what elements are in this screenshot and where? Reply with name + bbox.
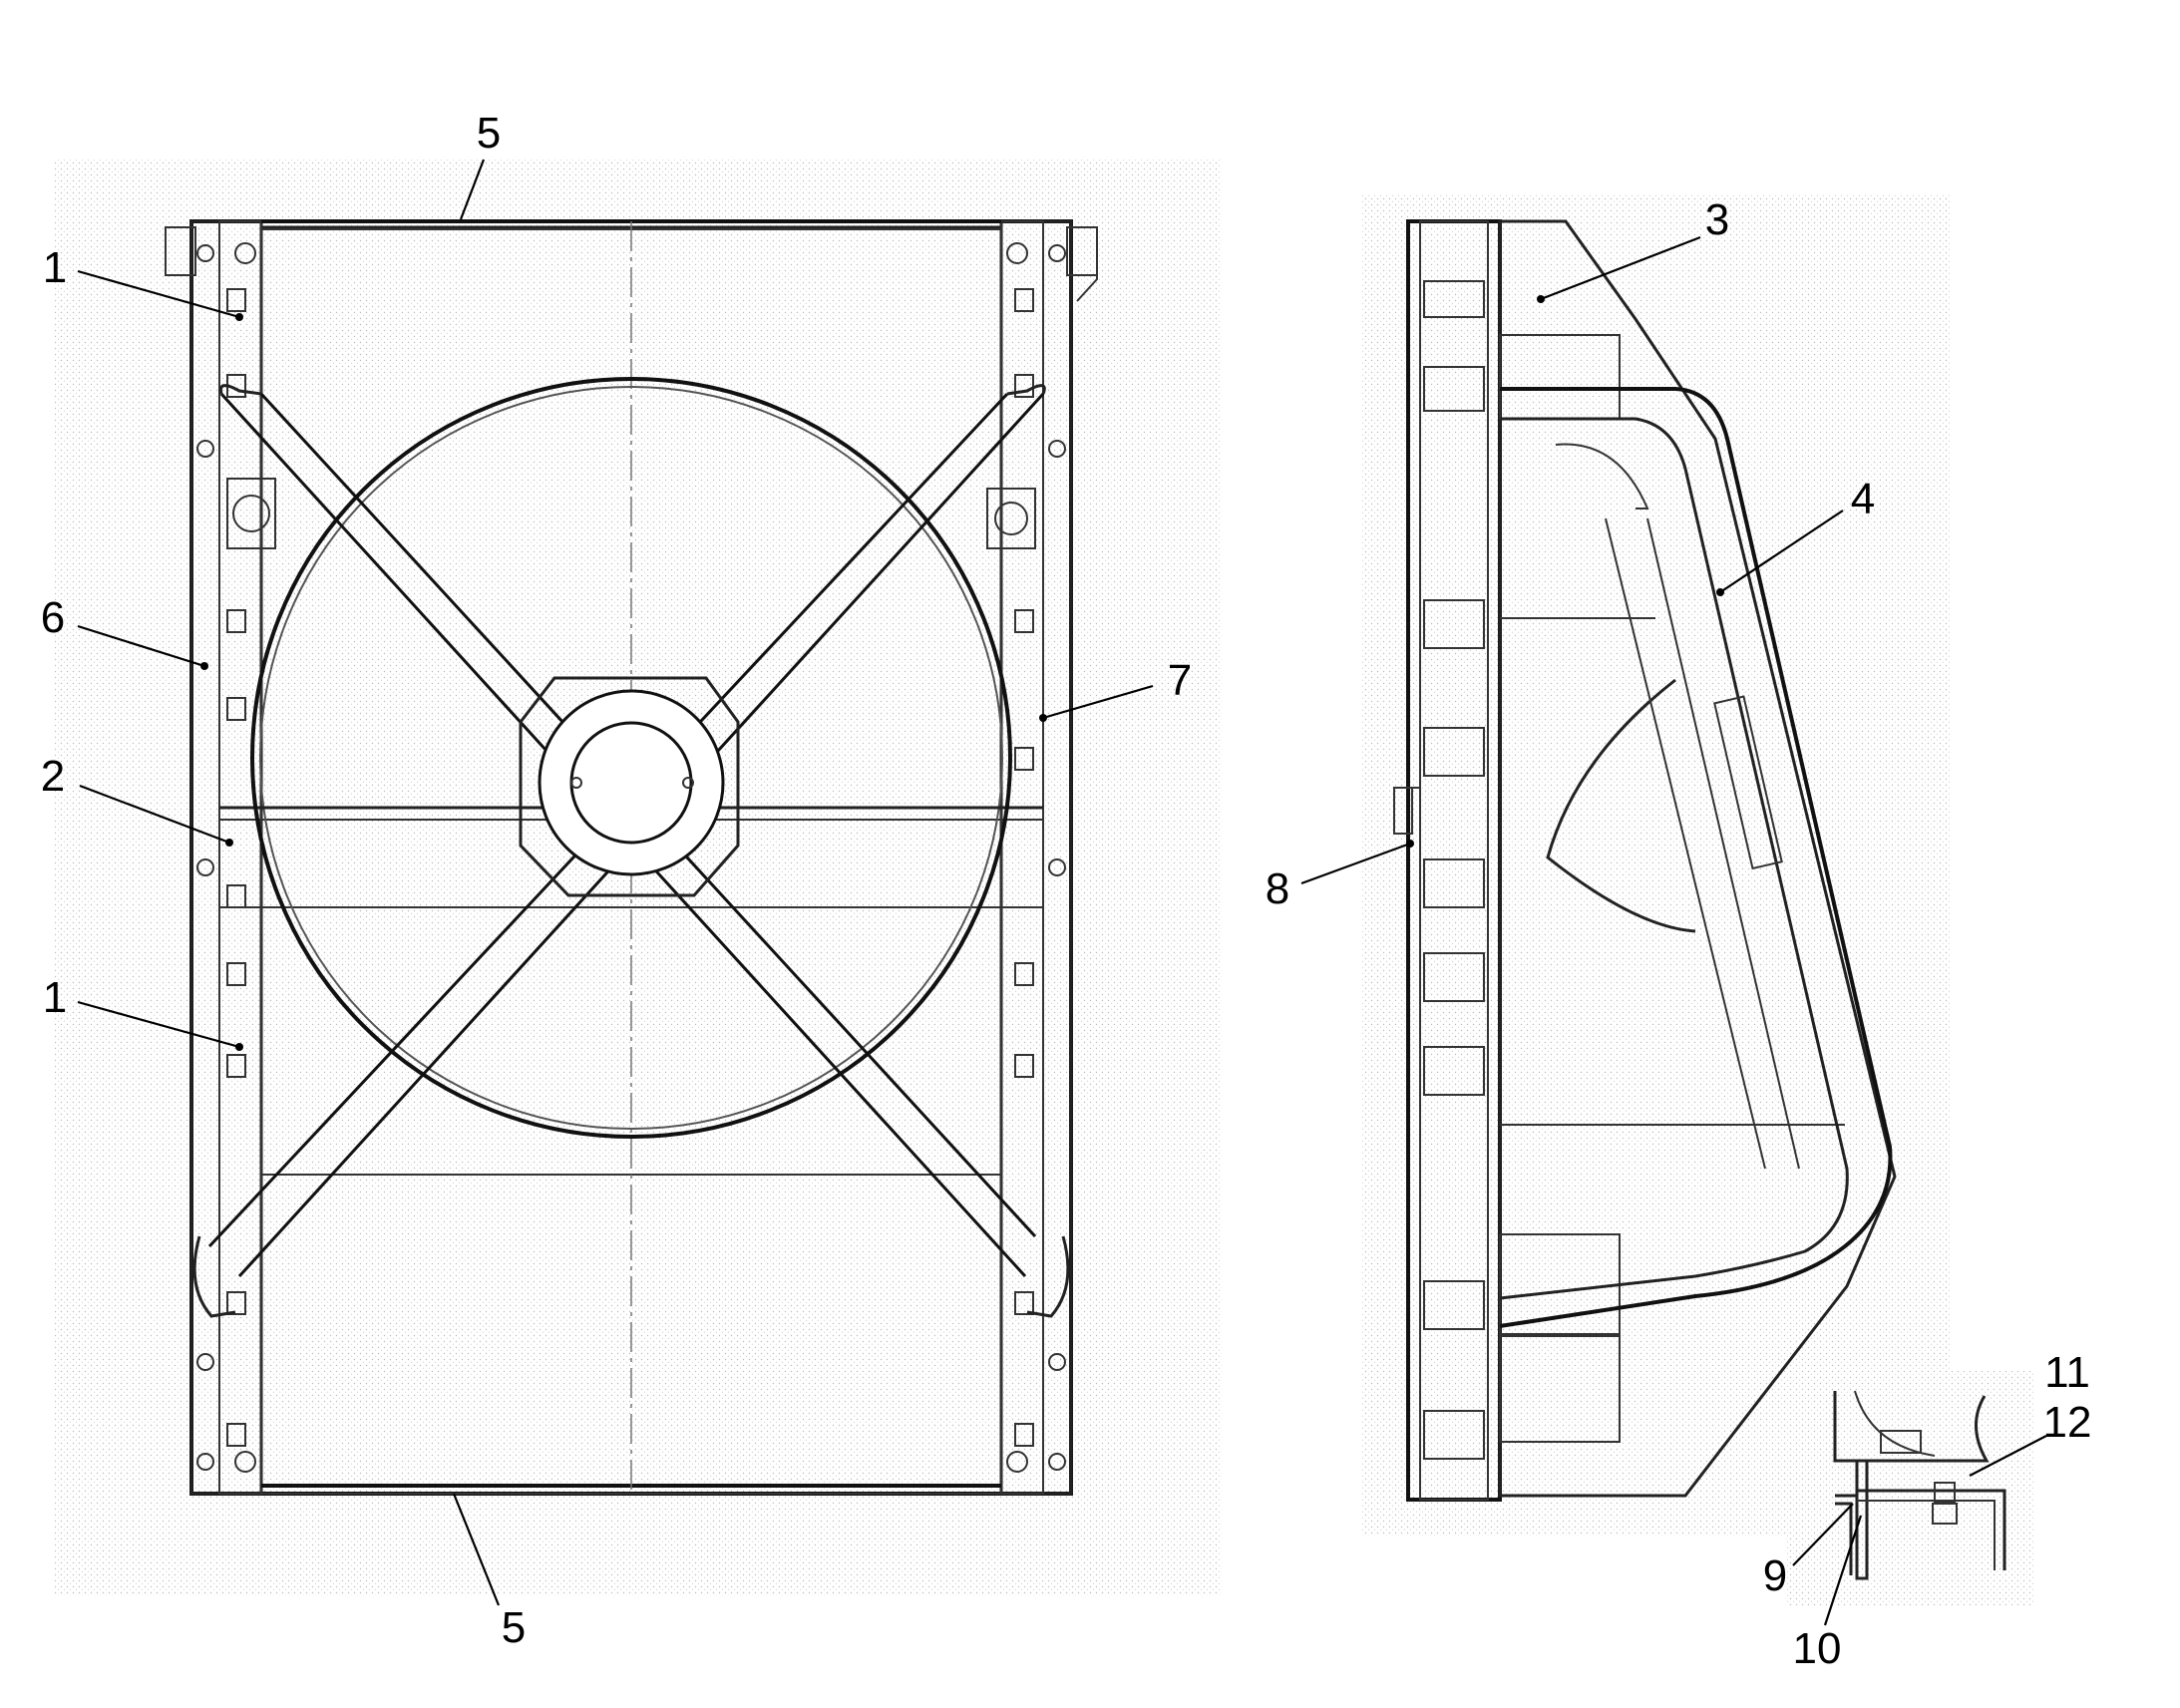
- bolt-blocks: [1423, 280, 1485, 1460]
- callouts: 5 1 6 2 1 7 5 3 4 8: [41, 109, 2092, 1673]
- front-view: [55, 160, 1222, 1595]
- detail-view-shading: [1785, 1371, 2034, 1605]
- side-shroud-body: [1498, 219, 1897, 1498]
- callout-7: 7: [1168, 656, 1192, 705]
- fan-shroud-ring: [250, 377, 1012, 1139]
- callout-12: 12: [2043, 1398, 2092, 1447]
- callout-11: 11: [2044, 1348, 2090, 1397]
- callout-2: 2: [41, 752, 65, 801]
- callout-10: 10: [1793, 1624, 1842, 1673]
- right-side-rail: [986, 219, 1098, 1496]
- side-view: [1361, 194, 1950, 1536]
- fan-hub: [261, 676, 1001, 897]
- callout-9: 9: [1763, 1551, 1787, 1600]
- front-view-shading: [55, 160, 1222, 1595]
- detail-view: [1785, 1371, 2034, 1605]
- side-mount-bracket: [1393, 787, 1413, 835]
- side-handle-bar: [1499, 387, 1893, 1328]
- callout-8: 8: [1266, 864, 1289, 913]
- callout-6: 6: [41, 593, 65, 642]
- callout-1-lower: 1: [43, 973, 67, 1022]
- callout-3: 3: [1705, 195, 1729, 244]
- callout-4: 4: [1851, 475, 1875, 523]
- callout-5-top: 5: [477, 109, 501, 158]
- corner-tab-top-right: [1071, 226, 1098, 302]
- callout-5-bottom: 5: [502, 1603, 526, 1652]
- side-view-shading: [1361, 194, 1950, 1536]
- callout-1-upper: 1: [43, 243, 67, 292]
- side-fan-dome: [1546, 678, 1696, 933]
